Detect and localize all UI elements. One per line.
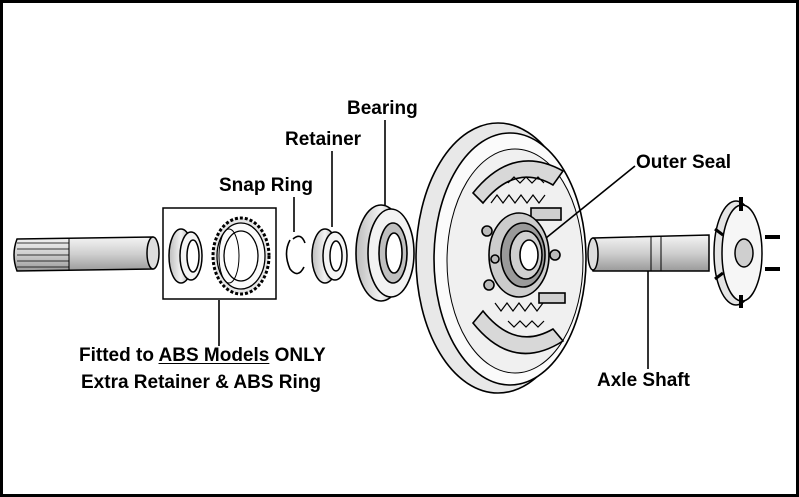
axle-shaft-part	[587, 197, 780, 308]
inner-driveshaft	[13, 236, 160, 272]
abs-ring	[211, 216, 271, 296]
abs-note-prefix: Fitted to	[79, 345, 159, 366]
outer-seal-leader	[545, 165, 636, 239]
abs-parts-box	[162, 207, 277, 300]
leader-lines	[218, 120, 649, 369]
retainer-ring	[311, 228, 348, 284]
snap-ring	[285, 235, 306, 275]
retainer-label: Retainer	[285, 129, 362, 150]
abs-note-line1: Fitted to ABS Models ONLY	[79, 345, 326, 367]
snap-ring-label: Snap Ring	[219, 175, 313, 196]
axle-shaft-label: Axle Shaft	[597, 370, 690, 391]
extra-retainer	[168, 228, 203, 284]
abs-note-emphasis: ABS Models	[158, 345, 270, 366]
brake-backing-plate	[415, 122, 587, 394]
abs-note-suffix: ONLY	[269, 345, 326, 366]
bearing-label: Bearing	[347, 98, 418, 119]
exploded-view-drawing	[13, 120, 780, 394]
bearing-assembly	[355, 204, 415, 302]
abs-note-line2: Extra Retainer & ABS Ring	[81, 372, 322, 393]
outer-seal-label: Outer Seal	[636, 152, 732, 173]
